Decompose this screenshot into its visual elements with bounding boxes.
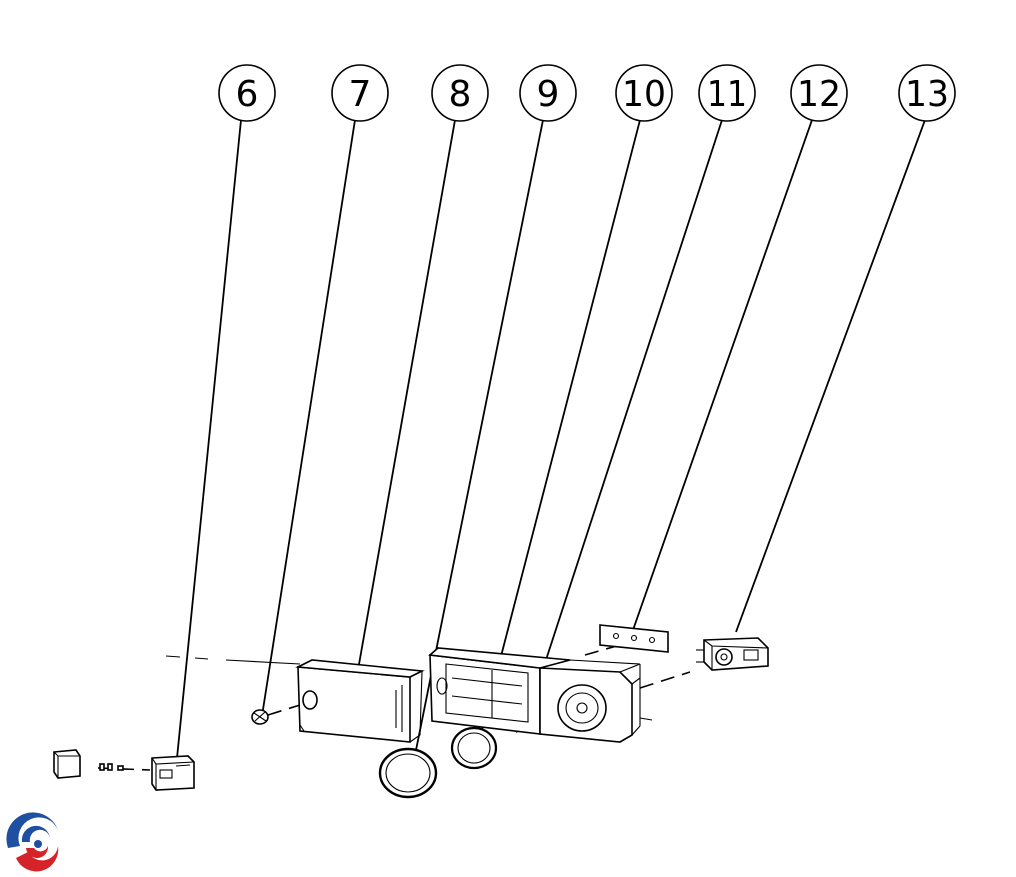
callout-10: 10 (615, 64, 673, 122)
part-7-screw (251, 709, 269, 725)
callout-8: 8 (431, 64, 489, 122)
part-6-switch (53, 749, 195, 791)
callout-label-10: 10 (622, 74, 666, 115)
callout-13: 13 (898, 64, 956, 122)
part-12-bracket (599, 624, 669, 653)
callout-label-6: 6 (236, 74, 259, 115)
callout-7: 7 (331, 64, 389, 122)
leader-line-12 (632, 119, 813, 631)
leader-line-8 (357, 119, 456, 671)
callout-label-12: 12 (797, 74, 841, 115)
callout-label-7: 7 (349, 74, 372, 115)
leader-line-10 (477, 119, 641, 746)
brand-swirl-logo (4, 812, 64, 872)
part-13-motor (696, 637, 769, 671)
callout-9: 9 (519, 64, 577, 122)
part-11-housing (428, 647, 653, 743)
callout-label-13: 13 (905, 74, 949, 115)
leader-line-7 (261, 119, 356, 717)
callout-11: 11 (698, 64, 756, 122)
callouts: 6 7 8 9 10 11 12 13 (218, 64, 956, 122)
leader-line-13 (735, 119, 926, 633)
leader-line-6 (175, 119, 242, 769)
callout-label-9: 9 (537, 74, 560, 115)
leader-line-11 (543, 119, 723, 667)
callout-label-8: 8 (449, 74, 472, 115)
callout-6: 6 (218, 64, 276, 122)
part-9-ring (378, 747, 438, 799)
leader-lines (175, 119, 926, 771)
callout-label-11: 11 (707, 74, 747, 115)
callout-12: 12 (790, 64, 848, 122)
part-10-knob (450, 726, 498, 770)
part-8-panel (295, 659, 425, 743)
